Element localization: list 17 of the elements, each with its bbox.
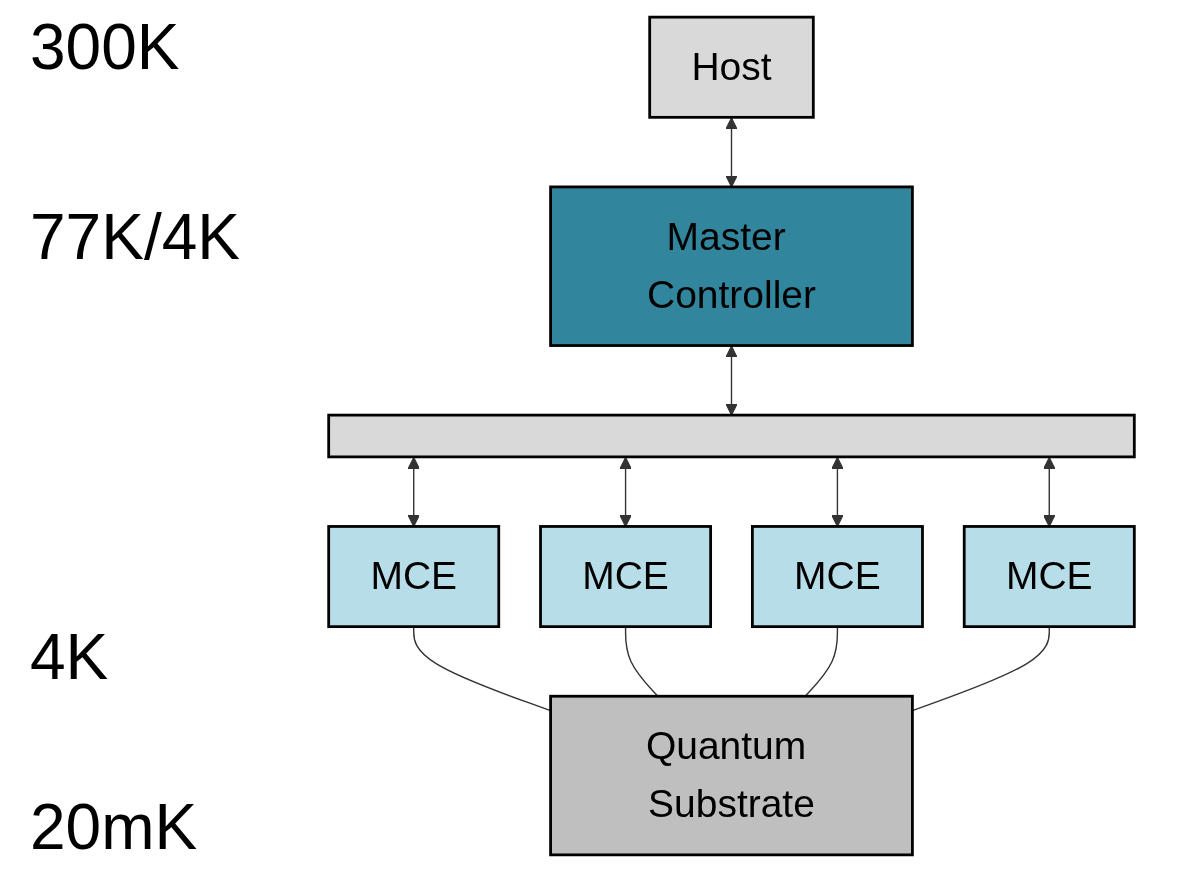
temperature-label: 4K (30, 620, 109, 694)
node-box: MCE (962, 525, 1136, 629)
node-box: Master Controller (549, 185, 914, 347)
node-bar (327, 413, 1136, 459)
node-box: MCE (539, 525, 712, 629)
arrow (619, 456, 632, 527)
arrow (725, 345, 738, 416)
temperature-label: 300K (30, 10, 180, 84)
node-box: Quantum Substrate (549, 694, 914, 857)
node-box: Host (648, 15, 815, 119)
temperature-label: 77K/4K (30, 200, 240, 274)
arrow (407, 456, 420, 527)
temperature-label: 20mK (30, 790, 198, 864)
node-box: MCE (327, 525, 501, 629)
arrow (1043, 456, 1056, 527)
arrow (831, 456, 844, 527)
node-box: MCE (751, 525, 924, 629)
